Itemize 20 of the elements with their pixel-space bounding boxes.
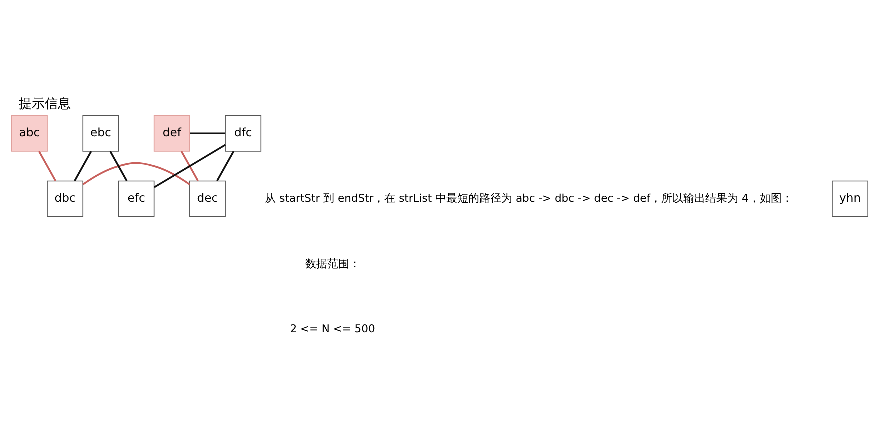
node-box: efc xyxy=(118,180,155,217)
node-box: def xyxy=(154,114,190,152)
label: 数据范围： xyxy=(305,256,360,270)
connector xyxy=(74,150,92,182)
node-box: dfc xyxy=(225,114,262,152)
connector xyxy=(216,150,235,182)
connector xyxy=(82,162,190,185)
connector xyxy=(190,132,226,134)
node-box: dbc xyxy=(47,180,84,217)
connector xyxy=(38,150,57,182)
label: 2 <= N <= 500 xyxy=(290,322,376,336)
node-box: yhn xyxy=(832,180,868,217)
connector xyxy=(180,150,199,182)
node-box: dec xyxy=(190,180,226,217)
diagram-title: 提示信息 xyxy=(19,96,72,112)
node-box: ebc xyxy=(82,114,120,152)
connector xyxy=(110,150,128,182)
connector xyxy=(154,144,226,188)
label: 从 startStr 到 endStr，在 strList 中最短的路径为 abc -> dbc -> dec -> def，所以输出结果为 4，如图： xyxy=(265,191,793,204)
node-box: abc xyxy=(12,114,48,152)
